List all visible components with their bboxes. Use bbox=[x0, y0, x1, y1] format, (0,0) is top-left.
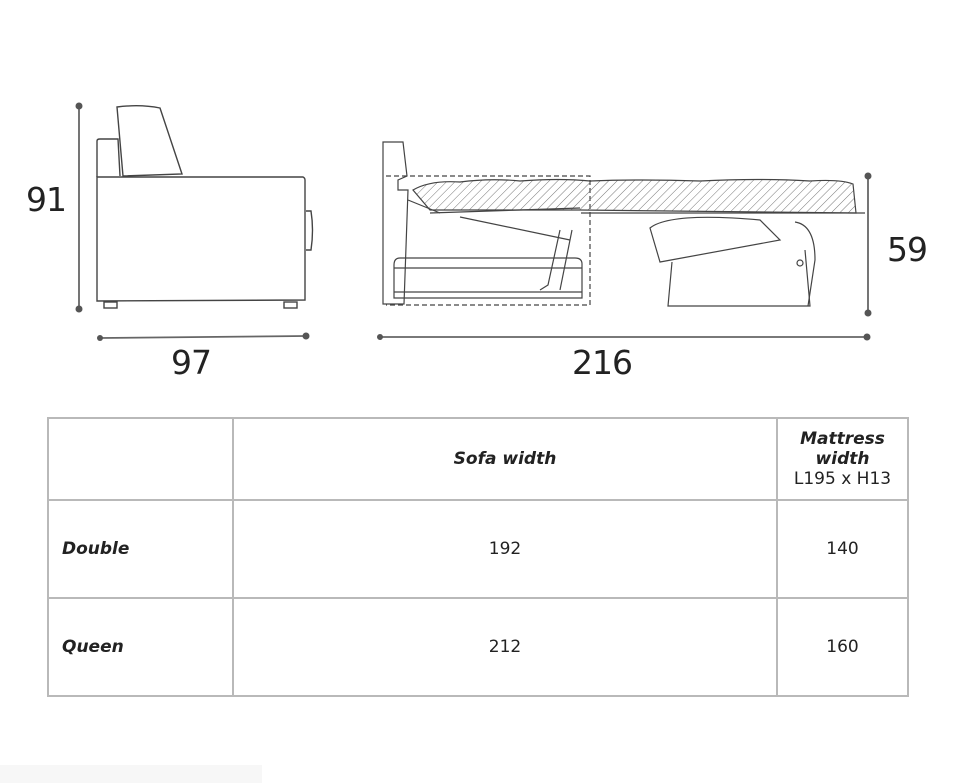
height-dimension-label: 91 bbox=[26, 180, 67, 219]
header-sofa-width: Sofa width bbox=[232, 417, 778, 501]
row-label-cell: Queen bbox=[47, 597, 234, 697]
row-label: Queen bbox=[62, 637, 124, 657]
table-header-row: Sofa width Mattress width L195 x H13 bbox=[47, 417, 909, 501]
bed-height-dimension-label: 59 bbox=[887, 230, 928, 269]
mattress-width-cell: 140 bbox=[776, 499, 909, 599]
sofa-width-cell: 212 bbox=[232, 597, 778, 697]
side-view-sofa bbox=[75, 102, 314, 341]
header-mattress-width: Mattress width L195 x H13 bbox=[776, 417, 909, 501]
mattress-dimensions-label: L195 x H13 bbox=[793, 469, 892, 489]
table-row: Queen 212 160 bbox=[47, 597, 909, 697]
header-empty-cell bbox=[47, 417, 234, 501]
bed-length-dimension-label: 216 bbox=[572, 343, 633, 382]
table-row: Double 192 140 bbox=[47, 499, 909, 599]
mattress-width-label: Mattress width bbox=[800, 429, 885, 469]
depth-dimension-label: 97 bbox=[171, 343, 212, 382]
open-bed-view bbox=[377, 141, 872, 341]
mattress-width-cell: 160 bbox=[776, 597, 909, 697]
sofa-dimension-drawing: 91 97 216 59 bbox=[26, 102, 928, 382]
row-label: Double bbox=[62, 539, 130, 559]
sofa-width-label: Sofa width bbox=[453, 449, 557, 469]
bottom-shade bbox=[0, 765, 262, 783]
size-spec-table: Sofa width Mattress width L195 x H13 Dou… bbox=[47, 417, 909, 697]
row-label-cell: Double bbox=[47, 499, 234, 599]
sofa-diagram-svg bbox=[75, 102, 872, 341]
sofa-width-cell: 192 bbox=[232, 499, 778, 599]
